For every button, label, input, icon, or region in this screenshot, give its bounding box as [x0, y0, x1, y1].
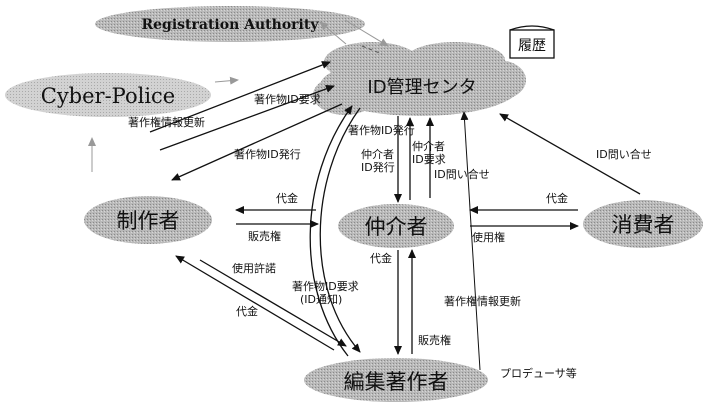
label-work-id-issue-center: 著作物ID発行: [348, 123, 415, 137]
label-sales-right-producer: 販売権: [248, 229, 281, 243]
editor-node: [304, 358, 488, 402]
broker-label: 仲介者: [365, 215, 428, 239]
label-copyright-info-update-editor: 著作権情報更新: [444, 294, 521, 308]
consumer-label: 消費者: [612, 213, 675, 237]
producer-label: 制作者: [117, 209, 180, 233]
label-sales-right-editor: 販売権: [418, 333, 451, 347]
history-label: 履歴: [518, 38, 546, 54]
producer-node: [84, 196, 212, 244]
label-usage-permission: 使用許諾: [232, 261, 276, 275]
label-work-id-request-editor-2: (ID通知): [300, 292, 342, 306]
arrow-ra-to-center: [344, 19, 389, 47]
consumer-node: [583, 200, 703, 248]
label-id-inquiry-center: ID問い合せ: [434, 167, 490, 181]
arrow-producer-to-center-2: [159, 85, 335, 151]
producer-note-label: プロデューサ等: [500, 366, 577, 380]
registration-authority-label: Registration Authority: [142, 17, 320, 33]
label-price-consumer: 代金: [546, 191, 568, 205]
label-id-inquiry-consumer: ID問い合せ: [596, 147, 652, 161]
label-price-broker-editor: 代金: [370, 251, 392, 265]
arrow-ra-dashed: [361, 45, 383, 55]
cyber-police-label: Cyber-Police: [41, 84, 175, 108]
label-usage-right: 使用権: [472, 230, 505, 244]
label-price-producer: 代金: [276, 191, 298, 205]
cyber-police-node: [5, 73, 211, 117]
history-database-icon: [509, 25, 555, 59]
editor-label: 編集著作者: [344, 370, 449, 394]
broker-node: [338, 204, 454, 248]
label-broker-id-request-2: ID要求: [412, 153, 446, 166]
arrow-producer-to-center-1: [149, 61, 331, 133]
arrow-usage-permission-to-editor: [199, 259, 347, 347]
label-work-id-request-editor-1: 著作物ID要求: [292, 279, 359, 293]
id-center-node: [313, 42, 526, 116]
arrow-center-to-editor-curve: [319, 107, 361, 353]
id-center-label: ID管理センタ: [367, 77, 476, 98]
arrow-center-to-ra: [319, 21, 347, 45]
label-broker-id-request-1: 仲介者: [412, 139, 445, 153]
arrow-center-to-producer: [171, 103, 343, 181]
label-broker-id-issue-1: 仲介者: [361, 147, 394, 161]
registration-authority-node: [95, 6, 365, 42]
label-work-id-request-top: 著作物ID要求: [254, 92, 321, 106]
label-broker-id-issue-2: ID発行: [361, 160, 395, 174]
arrow-cyber-police-to-center: [214, 76, 239, 85]
label-work-id-issue-left: 著作物ID発行: [234, 147, 301, 161]
arrow-consumer-to-center: [499, 113, 641, 195]
arrow-editor-copyright-update: [460, 111, 481, 371]
arrow-editor-to-center-curve: [309, 105, 353, 357]
label-price-editor: 代金: [236, 304, 258, 318]
arrow-price-to-producer-from-editor: [175, 255, 335, 351]
label-copyright-info-update-left: 著作権情報更新: [128, 115, 205, 129]
